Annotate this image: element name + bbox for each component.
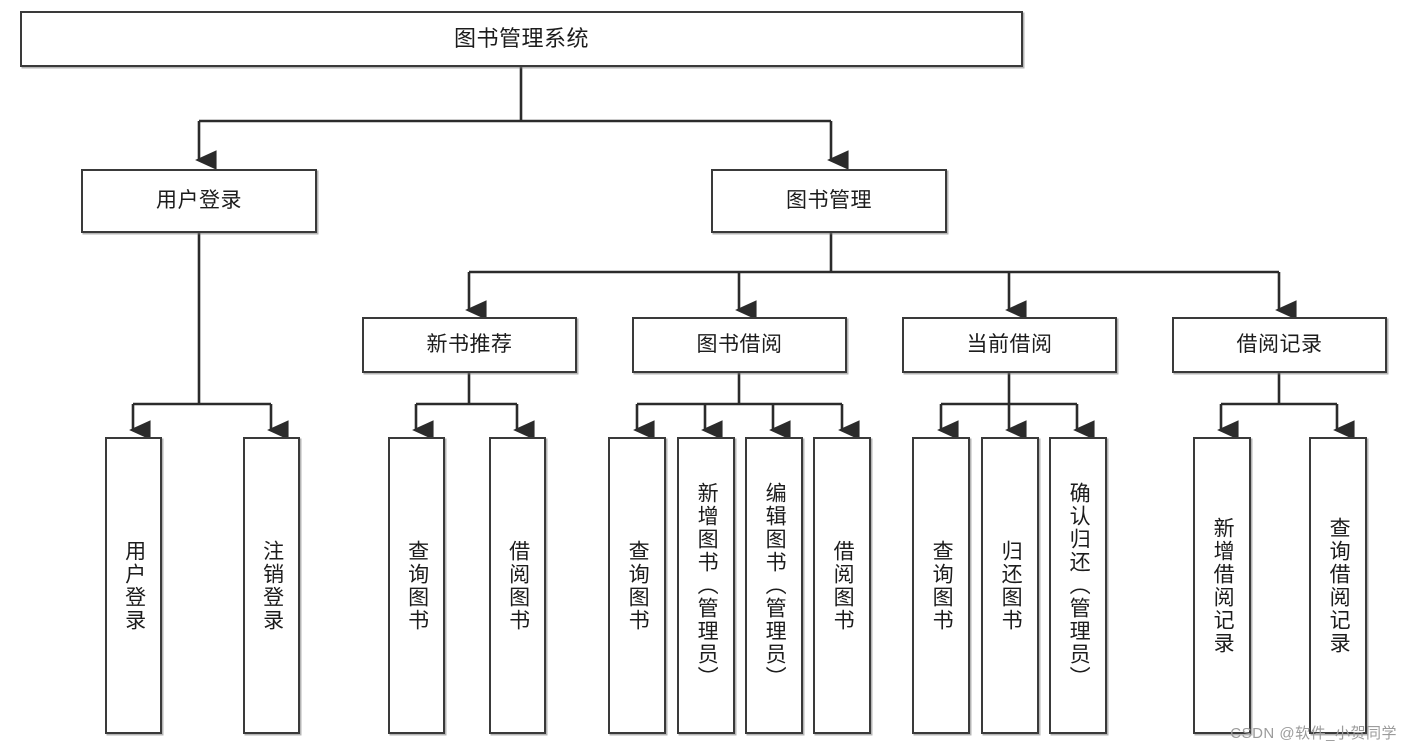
node-label: 编辑图书（管理员） [763,482,787,689]
node-label: 新增借阅记录 [1211,516,1235,655]
node-label: 图书管理 [786,188,872,212]
node-book-borrow[interactable]: 图书借阅 [632,317,847,373]
node-label: 借阅图书 [831,539,855,632]
node-new-book-recommend[interactable]: 新书推荐 [362,317,577,373]
leaf-confirm-return-admin[interactable]: 确认归还（管理员） [1049,437,1107,734]
leaf-add-borrow-record[interactable]: 新增借阅记录 [1193,437,1251,734]
node-label: 新增图书（管理员） [695,482,719,689]
leaf-borrow-book[interactable]: 借阅图书 [813,437,871,734]
node-label: 用户登录 [122,539,146,632]
leaf-query-book-borrow[interactable]: 查询图书 [608,437,666,734]
node-label: 归还图书 [999,539,1023,632]
node-label: 查询图书 [930,539,954,632]
node-label: 用户登录 [156,188,242,212]
node-borrow-record[interactable]: 借阅记录 [1172,317,1387,373]
node-label: 查询图书 [405,539,429,632]
leaf-query-book-current[interactable]: 查询图书 [912,437,970,734]
leaf-user-login[interactable]: 用户登录 [105,437,162,734]
leaf-return-book[interactable]: 归还图书 [981,437,1039,734]
leaf-query-book-recommend[interactable]: 查询图书 [388,437,445,734]
leaf-logout-login[interactable]: 注销登录 [243,437,300,734]
node-book-management[interactable]: 图书管理 [711,169,947,233]
node-label: 注销登录 [260,539,284,632]
node-label: 图书管理系统 [453,26,589,52]
leaf-query-borrow-record[interactable]: 查询借阅记录 [1309,437,1367,734]
node-label: 查询图书 [626,539,650,632]
node-label: 借阅图书 [506,539,530,632]
node-label: 查询借阅记录 [1327,516,1351,655]
node-user-login[interactable]: 用户登录 [81,169,317,233]
node-label: 确认归还（管理员） [1067,482,1091,689]
node-label: 当前借阅 [966,332,1053,356]
node-label: 借阅记录 [1236,332,1323,356]
leaf-borrow-book-recommend[interactable]: 借阅图书 [489,437,546,734]
leaf-add-book-admin[interactable]: 新增图书（管理员） [677,437,735,734]
node-root-book-management-system[interactable]: 图书管理系统 [20,11,1023,67]
node-label: 图书借阅 [696,332,783,356]
leaf-edit-book-admin[interactable]: 编辑图书（管理员） [745,437,803,734]
watermark: CSDN @软件_小贺同学 [1230,725,1397,742]
node-current-borrow[interactable]: 当前借阅 [902,317,1117,373]
node-label: 新书推荐 [426,332,513,356]
